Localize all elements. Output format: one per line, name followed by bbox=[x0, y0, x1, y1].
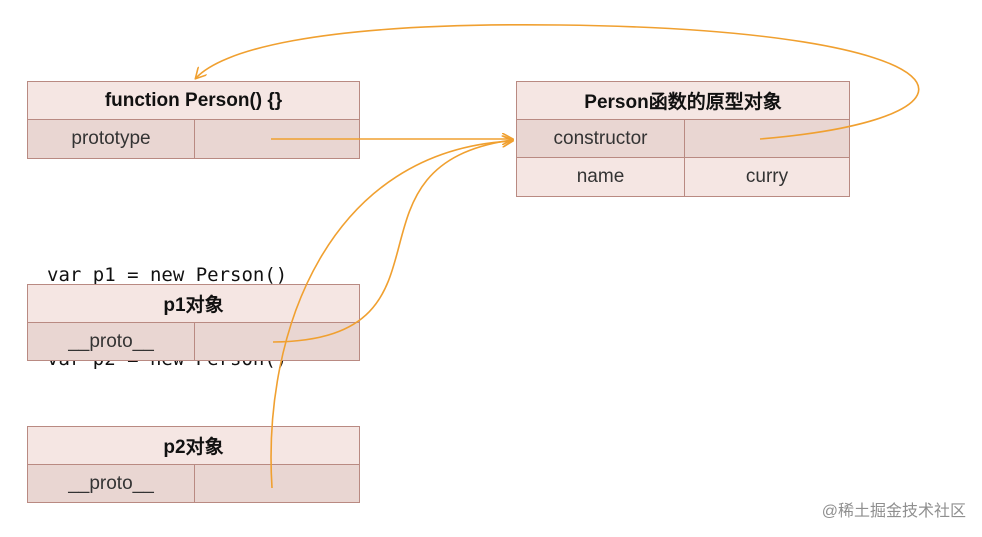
p2-proto-value bbox=[194, 465, 359, 502]
prototype-object-title: Person函数的原型对象 bbox=[517, 82, 849, 120]
person-function-box: function Person() {} prototype bbox=[27, 81, 360, 159]
prototype-key: prototype bbox=[28, 120, 194, 158]
p2-proto-row: __proto__ bbox=[28, 465, 359, 502]
p1-proto-row: __proto__ bbox=[28, 323, 359, 360]
p1-object-box: p1对象 __proto__ bbox=[27, 284, 360, 361]
prototype-value bbox=[194, 120, 359, 158]
p1-proto-value bbox=[194, 323, 359, 360]
name-key: name bbox=[517, 158, 684, 196]
code-line-1: var p1 = new Person() bbox=[47, 264, 288, 286]
p2-object-title: p2对象 bbox=[28, 427, 359, 465]
p1-proto-key: __proto__ bbox=[28, 323, 194, 360]
watermark: @稀土掘金技术社区 bbox=[821, 503, 966, 520]
constructor-row: constructor bbox=[517, 120, 849, 158]
name-value: curry bbox=[684, 158, 849, 196]
p2-proto-key: __proto__ bbox=[28, 465, 194, 502]
prototype-object-box: Person函数的原型对象 constructor name curry bbox=[516, 81, 850, 197]
p1-object-title: p1对象 bbox=[28, 285, 359, 323]
person-prototype-row: prototype bbox=[28, 120, 359, 158]
person-function-title: function Person() {} bbox=[28, 82, 359, 120]
p2-object-box: p2对象 __proto__ bbox=[27, 426, 360, 503]
constructor-value bbox=[684, 120, 849, 157]
name-row: name curry bbox=[517, 158, 849, 196]
constructor-key: constructor bbox=[517, 120, 684, 157]
